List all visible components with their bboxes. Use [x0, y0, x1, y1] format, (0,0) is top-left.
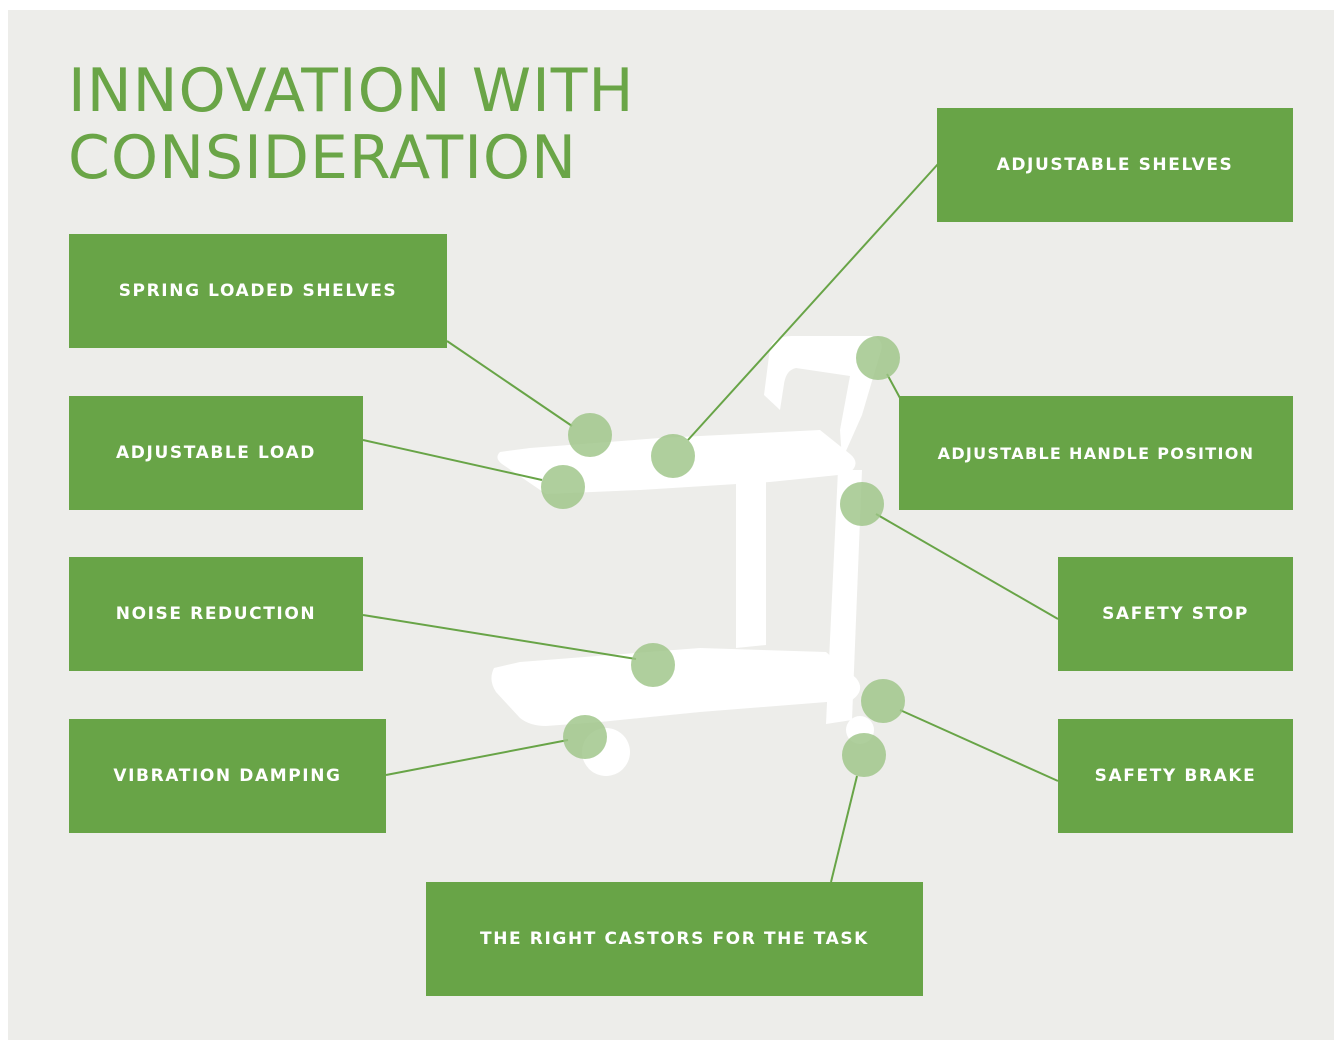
- feature-box-adjustable-shelves: ADJUSTABLE SHELVES: [937, 108, 1293, 222]
- feature-box-safety-stop: SAFETY STOP: [1058, 557, 1293, 671]
- leader-line: [875, 513, 1059, 620]
- feature-label: SAFETY STOP: [1102, 604, 1249, 624]
- leader-lines: [362, 163, 1059, 883]
- feature-label: ADJUSTABLE SHELVES: [996, 155, 1234, 175]
- leader-line: [362, 439, 543, 481]
- feature-label: THE RIGHT CASTORS FOR THE TASK: [480, 929, 869, 949]
- page-title: INNOVATION WITH CONSIDERATION: [68, 58, 635, 192]
- hotspot-icon: [651, 434, 695, 478]
- title-line-1: INNOVATION WITH: [68, 56, 635, 126]
- feature-box-right-castors: THE RIGHT CASTORS FOR THE TASK: [426, 882, 923, 996]
- leader-line: [830, 775, 858, 883]
- feature-label: VIBRATION DAMPING: [113, 766, 342, 786]
- title-line-2: CONSIDERATION: [68, 123, 577, 193]
- feature-box-safety-brake: SAFETY BRAKE: [1058, 719, 1293, 833]
- feature-label: ADJUSTABLE LOAD: [116, 443, 316, 463]
- leader-line: [886, 373, 901, 399]
- hotspot-icon: [861, 679, 905, 723]
- feature-box-noise-reduction: NOISE REDUCTION: [69, 557, 363, 671]
- leader-line: [687, 163, 939, 441]
- feature-box-spring-loaded-shelves: SPRING LOADED SHELVES: [69, 234, 447, 348]
- hotspot-icon: [631, 643, 675, 687]
- hotspot-icon: [563, 715, 607, 759]
- hotspot-icon: [541, 465, 585, 509]
- hotspot-markers: [541, 336, 905, 777]
- feature-label: ADJUSTABLE HANDLE POSITION: [937, 443, 1255, 463]
- leader-line: [385, 739, 569, 776]
- cart-handle: [764, 336, 882, 460]
- leader-line: [899, 709, 1059, 782]
- hotspot-icon: [840, 482, 884, 526]
- hotspot-icon: [568, 413, 612, 457]
- leader-line: [446, 340, 573, 427]
- feature-box-adjustable-load: ADJUSTABLE LOAD: [69, 396, 363, 510]
- cart-bracket: [736, 482, 766, 648]
- feature-label: NOISE REDUCTION: [115, 604, 317, 624]
- cart-lower-shelf: [491, 648, 861, 726]
- hotspot-icon: [856, 336, 900, 380]
- feature-label: SAFETY BRAKE: [1094, 766, 1257, 786]
- feature-box-vibration-damping: VIBRATION DAMPING: [69, 719, 386, 833]
- feature-label: SPRING LOADED SHELVES: [118, 281, 398, 301]
- leader-line: [362, 614, 637, 660]
- hotspot-icon: [842, 733, 886, 777]
- cart-icon: [491, 336, 882, 776]
- feature-box-adjustable-handle-position: ADJUSTABLE HANDLE POSITION: [899, 396, 1293, 510]
